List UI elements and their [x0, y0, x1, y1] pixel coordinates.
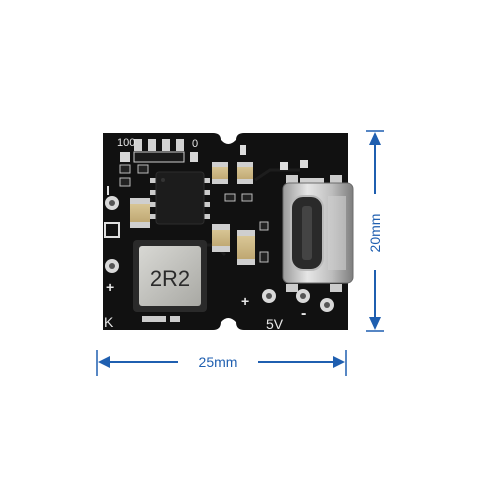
resistor-array	[119, 164, 149, 187]
silk-minus: -	[301, 305, 306, 322]
silk-5v: 5V	[266, 316, 284, 332]
silk-100: 100	[117, 137, 135, 149]
arrow-left-icon	[98, 356, 110, 368]
inductor-label: 2R2	[150, 266, 190, 291]
silk-plus-mid: +	[241, 293, 249, 309]
capacitor-left	[130, 198, 150, 228]
silk-plus-left: +	[106, 279, 114, 295]
height-label: 20mm	[367, 214, 383, 253]
width-dimension: 25mm	[96, 350, 347, 376]
width-label: 25mm	[199, 354, 238, 370]
inductor: 2R2	[133, 240, 207, 312]
silk-k: K	[104, 314, 114, 330]
usb-c-connector	[282, 175, 354, 292]
height-dimension: 20mm	[366, 130, 384, 332]
arrow-up-icon	[369, 132, 381, 145]
silk-0: 0	[192, 138, 198, 150]
caps-upper-middle	[212, 145, 253, 202]
caps-lower-middle	[212, 221, 269, 265]
left-pads	[104, 186, 120, 273]
bottom-left-parts	[142, 316, 180, 322]
ic-chip	[150, 171, 210, 225]
output-pads	[262, 160, 334, 312]
top-pad-row	[120, 139, 198, 163]
arrow-right-icon	[333, 356, 345, 368]
silkscreen: 100 0 + + - K 5V	[104, 137, 306, 332]
arrow-down-icon	[369, 317, 381, 330]
